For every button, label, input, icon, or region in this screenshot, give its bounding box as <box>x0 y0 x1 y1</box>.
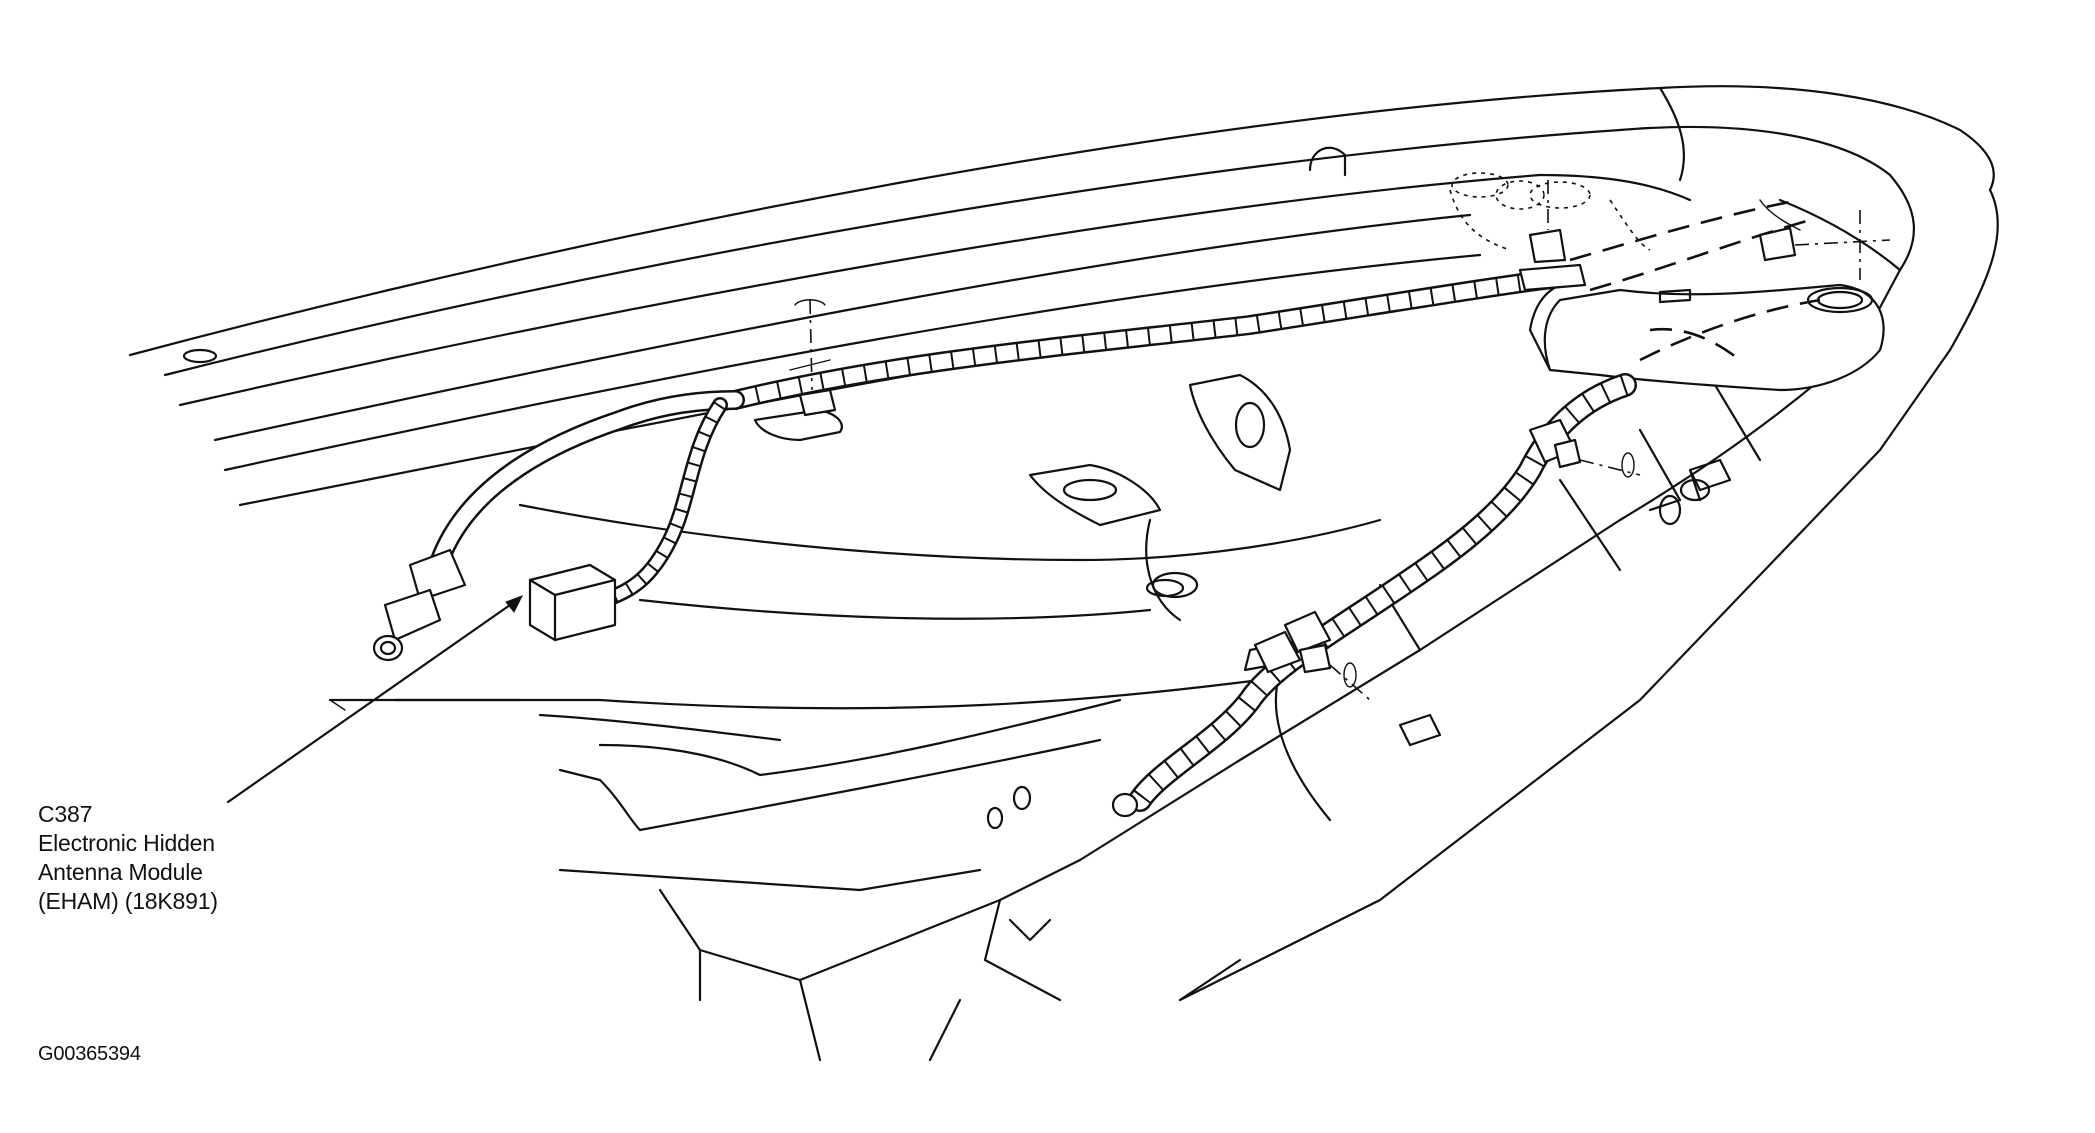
callout-line-1: Electronic Hidden <box>38 830 215 856</box>
hidden-features <box>1449 172 1651 251</box>
eham-module <box>528 563 617 642</box>
callout-line-2: Antenna Module <box>38 859 203 885</box>
callout-leader <box>226 595 524 804</box>
mounting-tabs <box>986 373 1732 830</box>
upper-stud <box>753 299 843 442</box>
right-antenna-lead <box>1111 373 1641 818</box>
deck-lid-outline <box>128 85 1995 507</box>
left-antenna-lead <box>372 390 745 662</box>
right-stud <box>1518 180 1891 292</box>
inner-panel <box>328 503 1382 1062</box>
connector-id-text: C387 <box>38 801 93 827</box>
eham-branch <box>602 397 728 606</box>
hidden-harness <box>1569 198 1821 362</box>
antenna-bracket <box>1528 278 1885 392</box>
figure-id: G00365394 <box>38 1043 141 1065</box>
callout-line-3: (EHAM) (18K891) <box>38 888 218 914</box>
eham-callout-label: C387 Electronic Hidden Antenna Module (E… <box>38 800 358 916</box>
main-harness <box>725 268 1570 410</box>
